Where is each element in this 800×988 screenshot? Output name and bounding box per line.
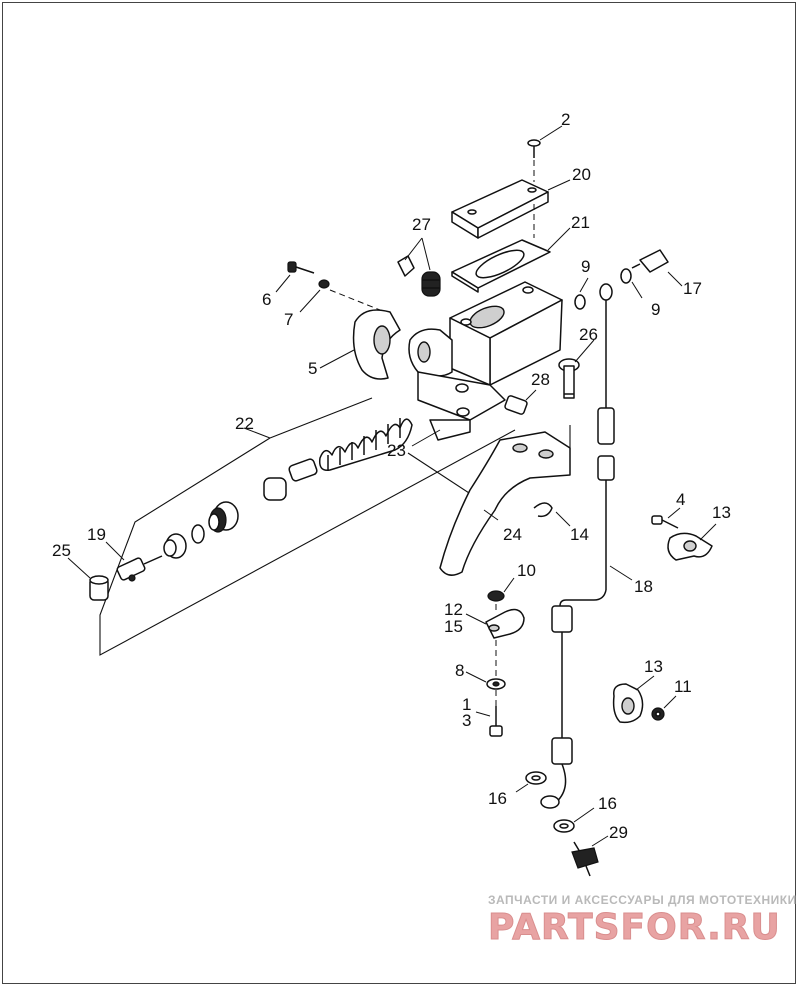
banjo-bolt-part-17: [631, 249, 683, 287]
callout-14: 14: [570, 525, 589, 544]
callout-17: 17: [683, 279, 702, 298]
bleeder-fitting-part-29: [571, 835, 609, 877]
callout-labels: 2 20 21 27 9 17 9 6 7 26 5 28 22 23 4 13…: [52, 110, 731, 842]
p-clamp-part-13-lower: [612, 675, 655, 724]
washer-part-9-right: [620, 268, 643, 299]
reservoir-cover-part-20: [451, 160, 571, 239]
boot-part-27: [397, 237, 441, 297]
washer-part-7: [299, 279, 381, 313]
callout-16-right: 16: [598, 794, 617, 813]
watermark-logo: PARTSFOR.RU: [488, 907, 780, 948]
callout-7: 7: [284, 310, 293, 329]
locknut-part-10: [487, 577, 515, 602]
p-clamp-part-13-upper: [667, 523, 717, 561]
callout-18: 18: [634, 577, 653, 596]
p-clamp-part-12: [465, 608, 525, 639]
callout-4: 4: [676, 490, 685, 509]
callout-29: 29: [609, 823, 628, 842]
callout-25: 25: [52, 541, 71, 560]
washer-part-16-right: [553, 807, 595, 833]
callout-21: 21: [571, 213, 590, 232]
callout-3: 3: [462, 711, 471, 730]
nut-part-11: [651, 695, 677, 721]
callout-1: 1: [462, 695, 471, 714]
pivot-pin-part-26: [558, 339, 595, 399]
callout-19: 19: [87, 525, 106, 544]
washer-part-8: [465, 671, 506, 690]
clutch-line-part-18: [540, 283, 633, 809]
callout-24: 24: [503, 525, 522, 544]
screw-part-2: [527, 125, 563, 158]
boot-part-25: [67, 557, 109, 601]
washer-part-16-left: [515, 771, 547, 793]
callout-12: 12: [444, 600, 463, 619]
piston-assembly-part-22: [163, 418, 413, 559]
callout-28: 28: [531, 370, 550, 389]
handlebar-clamp-part-5: [319, 309, 401, 380]
callout-11: 11: [674, 677, 692, 696]
watermark-logo-text: PARTSFOR.RU: [488, 907, 780, 947]
gasket-part-21: [451, 204, 571, 293]
callout-2: 2: [561, 110, 570, 129]
callout-9-right: 9: [651, 300, 660, 319]
callout-23: 23: [387, 441, 406, 460]
screw-part-6: [275, 261, 315, 293]
callout-20: 20: [572, 165, 591, 184]
callout-10: 10: [517, 561, 536, 580]
push-rod-part-19: [105, 541, 163, 582]
callout-13-lower: 13: [644, 657, 663, 676]
callout-15: 15: [444, 617, 463, 636]
master-cylinder-body-part-23: [408, 281, 563, 447]
watermark-tagline: ЗАПЧАСТИ И АКСЕССУАРЫ ДЛЯ МОТОТЕХНИКИ: [488, 893, 797, 907]
clutch-lever-part-24: [439, 431, 571, 576]
screw-part-4: [651, 507, 681, 529]
bushing-part-28: [504, 389, 537, 415]
callout-5: 5: [308, 359, 317, 378]
callout-9-left: 9: [581, 257, 590, 276]
callout-6: 6: [262, 290, 271, 309]
callout-16-left: 16: [488, 789, 507, 808]
bolt-part-3: [475, 604, 503, 737]
washer-part-9-left: [574, 277, 589, 310]
callout-8: 8: [455, 661, 464, 680]
callout-27: 27: [412, 215, 431, 234]
callout-13-upper: 13: [712, 503, 731, 522]
retaining-clip-part-14: [533, 502, 571, 527]
callout-22: 22: [235, 414, 254, 433]
callout-26: 26: [579, 325, 598, 344]
